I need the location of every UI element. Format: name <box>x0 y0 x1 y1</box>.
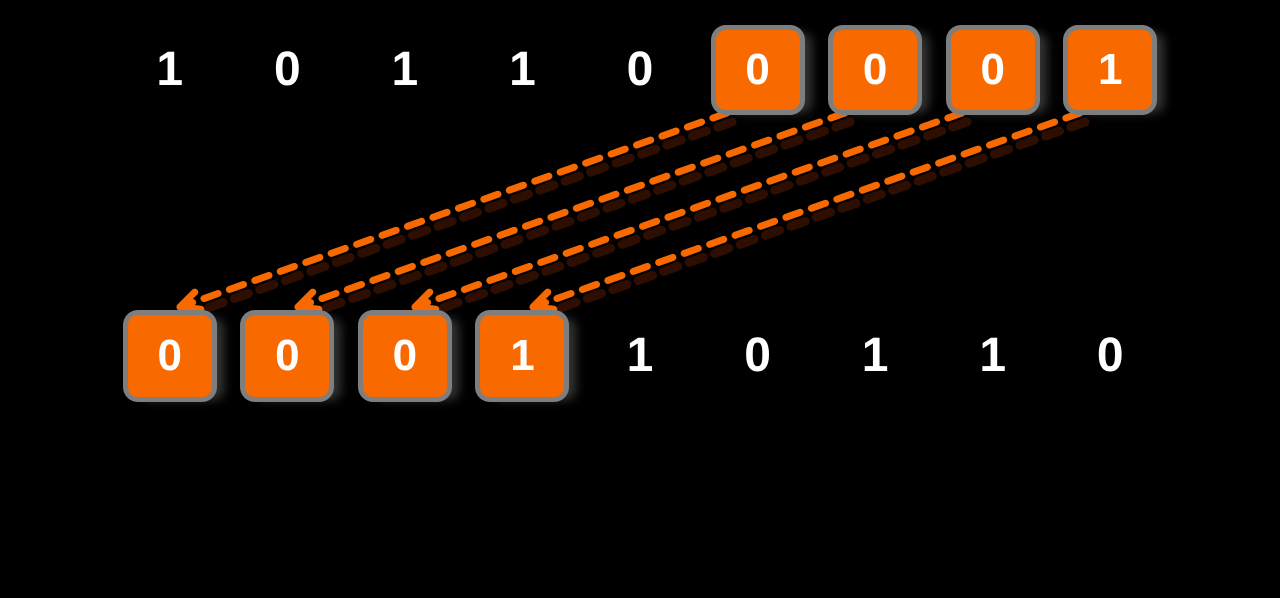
bit-value: 1 <box>156 43 184 96</box>
bit-box: 0 <box>833 30 918 110</box>
bit-box: 1 <box>1068 30 1153 110</box>
bit-box: 0 <box>362 314 447 397</box>
bit-value: 0 <box>157 330 183 380</box>
bit-value: 0 <box>273 43 301 96</box>
bit-value: 1 <box>861 328 889 382</box>
bit-box: 0 <box>950 30 1035 110</box>
top-bit-cell: 0 <box>581 30 699 110</box>
bit-box: 0 <box>245 314 330 397</box>
top-bit-cell: 1 <box>464 30 582 110</box>
bit-value: 0 <box>626 43 654 96</box>
top-bit-cell: 0 <box>229 30 347 110</box>
bottom-bit-cell: 0 <box>1052 313 1170 398</box>
top-bit-row: 1 0 1 1 0 0 0 0 1 <box>111 30 1169 110</box>
top-bit-cell: 1 <box>346 30 464 110</box>
bottom-bit-cell: 1 <box>464 313 582 398</box>
bit-value: 0 <box>980 45 1005 94</box>
bit-value: 0 <box>392 330 418 380</box>
bit-value: 1 <box>509 43 536 96</box>
bottom-bit-cell: 1 <box>934 313 1052 398</box>
bottom-bit-cell: 1 <box>581 313 699 398</box>
bit-box: 1 <box>480 314 565 397</box>
bottom-bit-row: 0 0 0 1 1 0 1 1 0 <box>111 313 1169 398</box>
bit-value: 1 <box>626 328 654 382</box>
bit-value: 0 <box>862 45 888 94</box>
bit-value: 0 <box>1096 328 1124 382</box>
top-bit-cell: 1 <box>1052 30 1170 110</box>
top-bit-cell: 1 <box>111 30 229 110</box>
bit-value: 1 <box>1098 45 1123 94</box>
top-bit-cell: 0 <box>934 30 1052 110</box>
bottom-bit-cell: 0 <box>111 313 229 398</box>
bit-value: 1 <box>391 43 419 96</box>
bit-value: 1 <box>979 328 1007 382</box>
top-bit-cell: 0 <box>699 30 817 110</box>
bit-value: 0 <box>745 45 770 94</box>
bottom-bit-cell: 0 <box>699 313 817 398</box>
bottom-bit-cell: 1 <box>816 313 934 398</box>
bottom-bit-cell: 0 <box>229 313 347 398</box>
bit-value: 1 <box>510 330 535 380</box>
bit-box: 0 <box>127 314 212 397</box>
bit-value: 0 <box>744 328 771 382</box>
bit-value: 0 <box>275 330 300 380</box>
bit-box: 0 <box>715 30 800 110</box>
top-bit-cell: 0 <box>816 30 934 110</box>
bottom-bit-cell: 0 <box>346 313 464 398</box>
